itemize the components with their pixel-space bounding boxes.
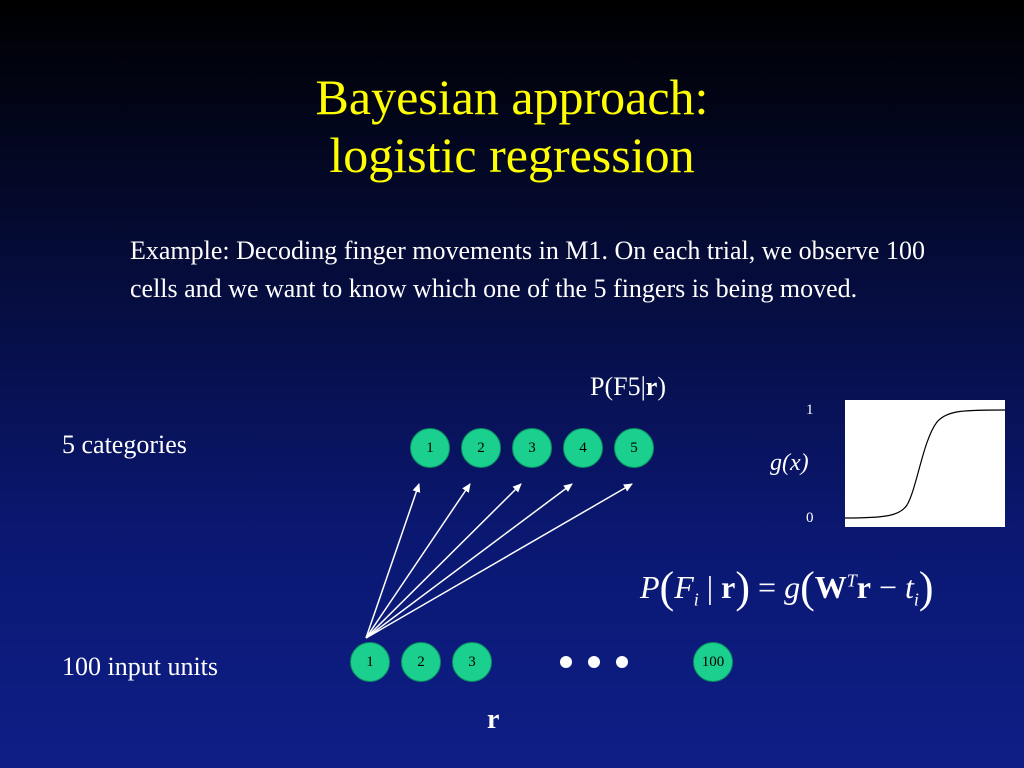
formula-transpose: T (846, 570, 857, 591)
input-node-2: 2 (401, 642, 441, 682)
sigmoid-plot (844, 400, 1006, 527)
input-node-100: 100 (693, 642, 733, 682)
output-node-4: 4 (563, 428, 603, 468)
output-node-1: 1 (410, 428, 450, 468)
logistic-formula: P(Fi | r) = g(WTr − ti) (640, 563, 934, 612)
formula-bar: | (706, 569, 714, 605)
sigmoid-curve (844, 409, 1006, 519)
formula-F: F (674, 569, 694, 605)
title-line-1: Bayesian approach: (315, 69, 709, 125)
formula-sub-i2: i (913, 589, 919, 610)
example-text: Example: Decoding finger movements in M1… (130, 236, 925, 303)
formula-r: r (721, 569, 736, 605)
arrow-to-4 (365, 483, 573, 639)
formula-t: t (905, 569, 914, 605)
input-node-3: 3 (452, 642, 492, 682)
ellipsis-dot (616, 656, 628, 668)
arrow-to-5 (365, 483, 633, 639)
slide-title: Bayesian approach: logistic regression (0, 68, 1024, 184)
input-units-label: 100 input units (62, 652, 219, 681)
y-axis-bottom-tick: 0 (806, 510, 814, 526)
output-node-3: 3 (512, 428, 552, 468)
title-line-2: logistic regression (329, 127, 695, 183)
formula-minus: − (878, 569, 897, 605)
formula-sub-i: i (693, 589, 699, 610)
categories-label: 5 categories (62, 430, 187, 459)
output-node-2: 2 (461, 428, 501, 468)
formula-g: g (784, 569, 801, 605)
formula-P: P (640, 569, 660, 605)
output-probability-prefix: P(F5| (590, 372, 646, 401)
y-axis-top-tick: 1 (806, 402, 814, 418)
arrow-to-3 (365, 483, 522, 639)
input-node-1: 1 (350, 642, 390, 682)
output-node-5: 5 (614, 428, 654, 468)
formula-W: W (814, 569, 847, 605)
input-vector-label: r (487, 704, 500, 735)
ellipsis-dot (588, 656, 600, 668)
output-probability-bold: r (645, 372, 658, 401)
formula-r2: r (856, 569, 871, 605)
arrow-to-2 (365, 483, 471, 639)
ellipsis-dot (560, 656, 572, 668)
function-label: g(x) (770, 450, 809, 476)
formula-equals: = (758, 569, 777, 605)
arrow-to-1 (365, 483, 421, 639)
output-probability-label: P(F5|r) (590, 372, 666, 402)
output-probability-suffix: ) (657, 372, 667, 401)
